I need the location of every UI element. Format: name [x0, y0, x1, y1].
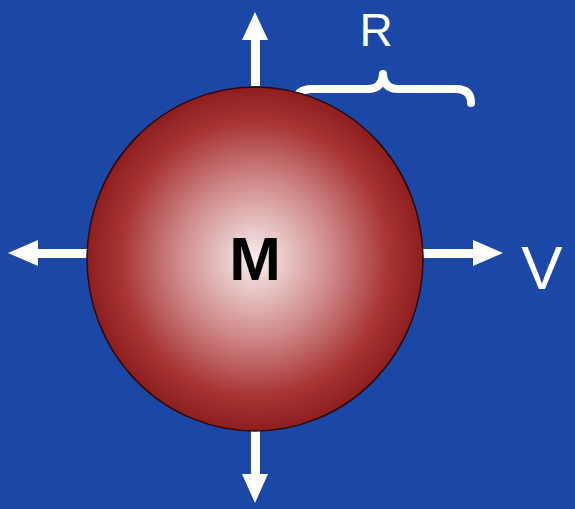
radius-brace — [296, 74, 471, 103]
arrow-shaft — [251, 36, 260, 86]
arrow-head — [242, 12, 268, 40]
arrow-shaft — [420, 249, 476, 258]
mass-label: M — [229, 228, 281, 290]
velocity-label: V — [521, 237, 562, 299]
arrow-head — [473, 240, 503, 266]
arrow-shaft — [34, 249, 90, 258]
arrow-head — [8, 240, 38, 266]
arrow-head — [242, 474, 268, 503]
arrow-shaft — [251, 430, 260, 478]
sphere-body — [87, 87, 423, 431]
radius-label: R — [359, 7, 392, 53]
mass-sphere: M — [86, 86, 424, 432]
